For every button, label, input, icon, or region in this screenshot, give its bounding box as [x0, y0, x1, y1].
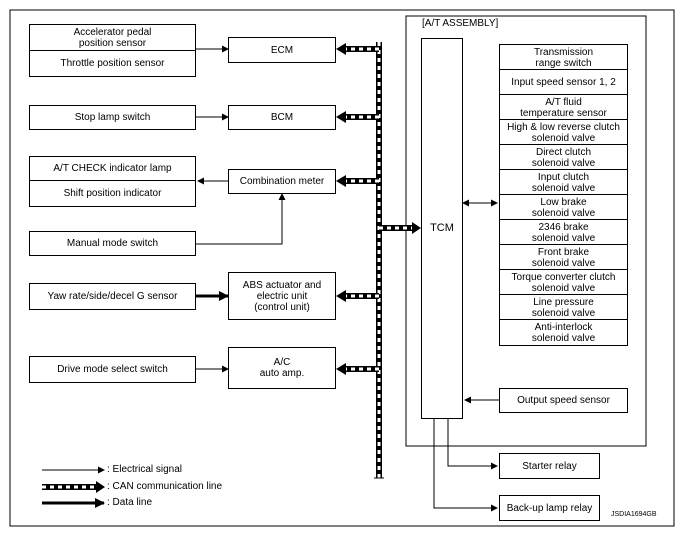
drive-mode-switch-box: Drive mode select switch: [29, 356, 196, 383]
legend-electrical-label: : Electrical signal: [107, 464, 183, 475]
assembly-item: Low brake solenoid valve: [499, 194, 628, 221]
assembly-item: Line pressure solenoid valve: [499, 294, 628, 321]
wire-tcm-to-backup-relay: [433, 419, 498, 512]
tcm-box: TCM: [421, 38, 463, 419]
assembly-item: Input clutch solenoid valve: [499, 169, 628, 196]
manual-mode-switch-box: Manual mode switch: [29, 231, 196, 256]
outer-frame: [9, 9, 675, 527]
at-check-indicator-lamp-box: A/T CHECK indicator lamp: [29, 156, 196, 181]
ac-auto-amp-box: A/C auto amp.: [228, 347, 336, 389]
starter-relay-box: Starter relay: [499, 453, 600, 479]
combination-meter-box: Combination meter: [228, 169, 336, 194]
can-branch-combination-meter: [336, 175, 379, 187]
legend-data-label: : Data line: [107, 497, 153, 508]
shift-position-indicator-box: Shift position indicator: [29, 180, 196, 207]
assembly-item: A/T fluid temperature sensor: [499, 94, 628, 121]
yaw-rate-sensor-box: Yaw rate/side/decel G sensor: [29, 283, 196, 310]
assembly-item: Front brake solenoid valve: [499, 244, 628, 271]
can-branch-ecm: [336, 43, 379, 55]
assembly-item: Input speed sensor 1, 2: [499, 69, 628, 96]
ecm-box: ECM: [228, 37, 336, 63]
can-branch-bcm: [336, 111, 379, 123]
output-speed-sensor-box: Output speed sensor: [499, 388, 628, 413]
abs-control-unit-box: ABS actuator and electric unit (control …: [228, 272, 336, 320]
assembly-item: High & low reverse clutch solenoid valve: [499, 119, 628, 146]
throttle-position-sensor-box: Throttle position sensor: [29, 50, 196, 77]
wire-tcm-to-starter-relay: [447, 419, 498, 470]
can-bus-line: [374, 42, 384, 479]
backup-lamp-relay-box: Back-up lamp relay: [499, 495, 600, 521]
diagram-code: JSDIA1694GB: [611, 511, 657, 518]
stop-lamp-switch-box: Stop lamp switch: [29, 105, 196, 130]
wire-manual-mode-to-meter: [196, 193, 286, 245]
can-branch-ac-amp: [336, 363, 379, 375]
legend-can-label: : CAN communication line: [107, 481, 223, 492]
assembly-item: Transmission range switch: [499, 44, 628, 71]
assembly-item: 2346 brake solenoid valve: [499, 219, 628, 246]
bcm-box: BCM: [228, 105, 336, 130]
assembly-item: Direct clutch solenoid valve: [499, 144, 628, 171]
assembly-item: Torque converter clutch solenoid valve: [499, 269, 628, 296]
accelerator-pedal-sensor-box: Accelerator pedal position sensor: [29, 24, 196, 51]
can-branch-tcm: [379, 222, 421, 234]
can-branch-abs: [336, 290, 379, 302]
legend-can-symbol: [42, 481, 105, 493]
at-assembly-title: [A/T ASSEMBLY]: [422, 18, 499, 29]
assembly-item: Anti-interlock solenoid valve: [499, 319, 628, 346]
